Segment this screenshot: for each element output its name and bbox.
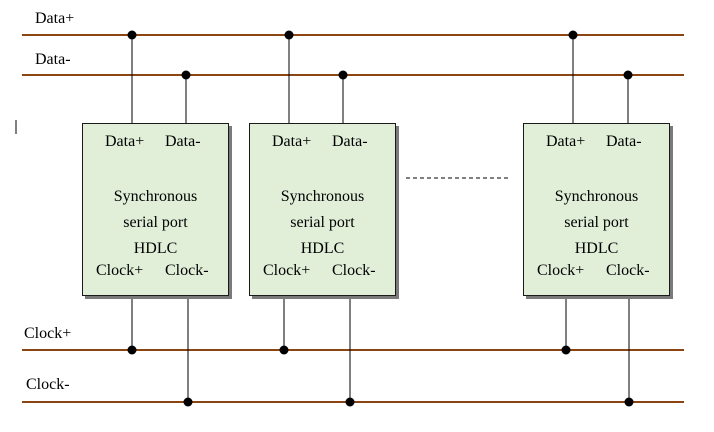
module-data-minus-port-label: Data-: [165, 133, 201, 150]
clock-plus-bus-label: Clock+: [24, 325, 72, 342]
module-description-line-2: serial port: [564, 214, 629, 231]
junction-dot: [127, 345, 137, 355]
junction-dot: [561, 345, 571, 355]
module-description-line-3: HDLC: [133, 240, 178, 257]
module-data-plus-port-label: Data+: [272, 133, 312, 150]
junction-dot: [181, 70, 191, 80]
module-clock-minus-port-label: Clock-: [332, 262, 376, 279]
data-minus-bus-label: Data-: [35, 51, 71, 68]
junction-dot: [338, 70, 348, 80]
junction-dot: [127, 30, 137, 40]
module-clock-minus-port-label: Clock-: [606, 262, 650, 279]
junction-dot: [624, 397, 634, 407]
serial-port-module-1: Data+ Data- Synchronous serial port HDLC…: [82, 123, 229, 296]
module-clock-plus-port-label: Clock+: [537, 262, 585, 279]
junction-dot: [345, 397, 355, 407]
module-description: Synchronous serial port HDLC: [250, 184, 395, 262]
module-data-plus-port-label: Data+: [105, 133, 145, 150]
module-clock-plus-port-label: Clock+: [263, 262, 311, 279]
serial-port-module-2: Data+ Data- Synchronous serial port HDLC…: [249, 123, 396, 296]
module-data-minus-port-label: Data-: [606, 133, 642, 150]
junction-dot: [623, 70, 633, 80]
module-description: Synchronous serial port HDLC: [524, 184, 669, 262]
junction-dot: [284, 30, 294, 40]
module-clock-plus-port-label: Clock+: [96, 262, 144, 279]
module-clock-minus-port-label: Clock-: [165, 262, 209, 279]
module-description-line-1: Synchronous: [113, 188, 198, 205]
data-plus-bus-label: Data+: [35, 10, 75, 27]
module-description-line-3: HDLC: [574, 240, 619, 257]
clock-minus-bus-label: Clock-: [26, 376, 70, 393]
module-data-plus-port-label: Data+: [546, 133, 586, 150]
module-description-line-1: Synchronous: [554, 188, 639, 205]
module-description-line-1: Synchronous: [280, 188, 365, 205]
module-description: Synchronous serial port HDLC: [83, 184, 228, 262]
module-description-line-3: HDLC: [300, 240, 345, 257]
module-data-minus-port-label: Data-: [332, 133, 368, 150]
module-description-line-2: serial port: [123, 214, 188, 231]
module-description-line-2: serial port: [290, 214, 355, 231]
serial-port-module-3: Data+ Data- Synchronous serial port HDLC…: [523, 123, 670, 296]
junction-dot: [183, 397, 193, 407]
junction-dot: [279, 345, 289, 355]
junction-dot: [568, 30, 578, 40]
